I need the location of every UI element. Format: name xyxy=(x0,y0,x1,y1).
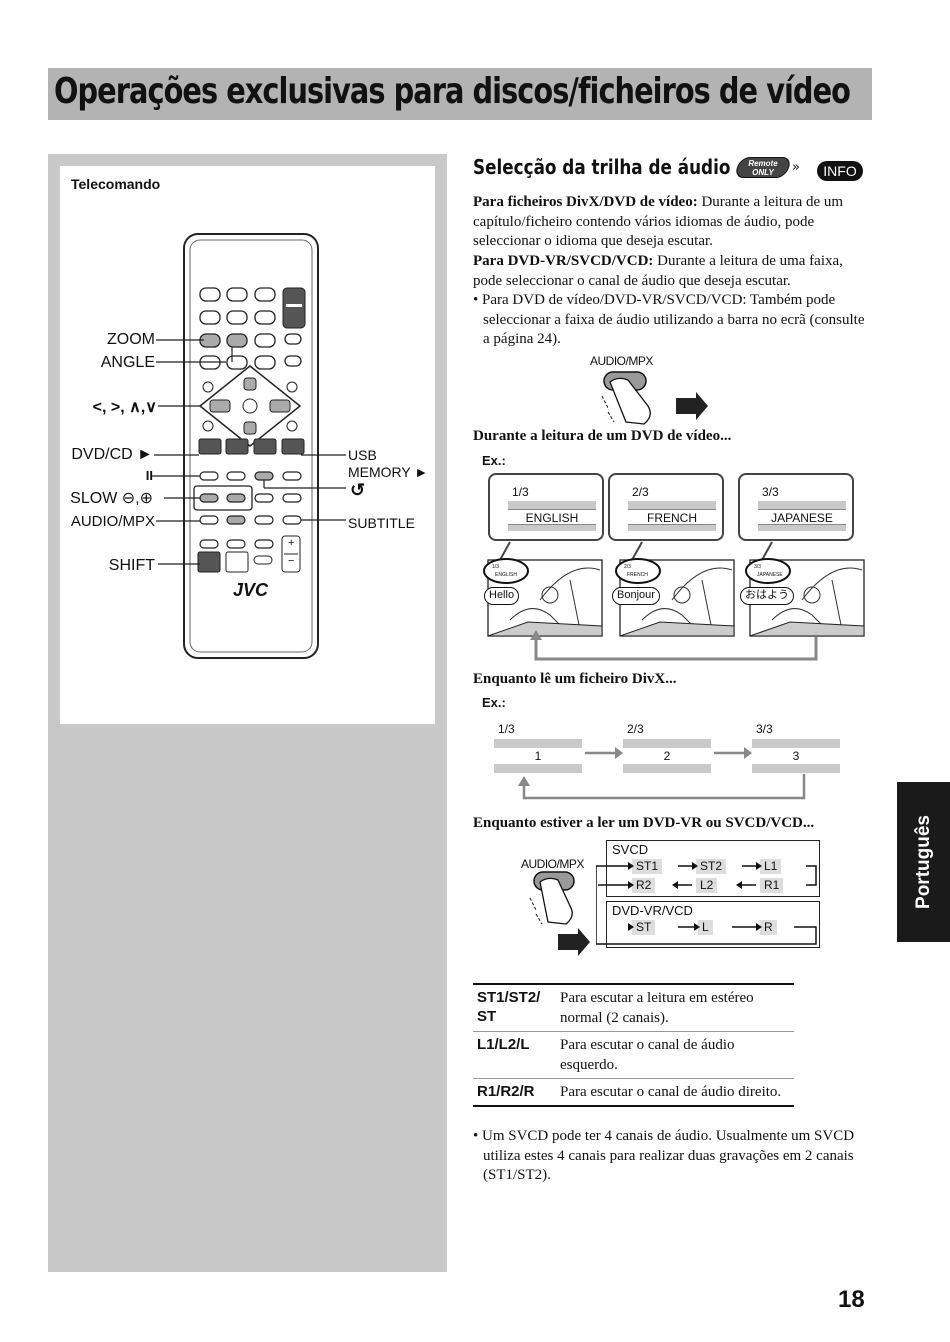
vr-l: L xyxy=(698,920,713,935)
remote-title: Telecomando xyxy=(71,176,161,192)
mini-count-2: 2/3 xyxy=(624,564,631,570)
svcd-title: SVCD xyxy=(612,842,649,857)
table-row: R1/R2/R Para escutar o canal de áudio di… xyxy=(473,1078,794,1107)
audio-lang-3: JAPANESE xyxy=(758,509,846,525)
bullet-svcd-channels: • Um SVCD pode ter 4 canais de áudio. Us… xyxy=(473,1128,855,1183)
plus-icon: + xyxy=(288,537,295,549)
vr-st: ST xyxy=(632,920,656,935)
dvd-audio-box-1: 1/3 ENGLISH xyxy=(488,473,604,541)
usb-label: USB xyxy=(348,447,377,463)
forward-arrows-icon: » xyxy=(792,160,800,175)
audio-lang-2: FRENCH xyxy=(628,509,716,525)
svcd-r1: R1 xyxy=(760,878,784,893)
audio-count-3: 3/3 xyxy=(762,485,779,499)
divx-heading: Enquanto lê um ficheiro DivX... xyxy=(473,671,677,687)
divx-audio-box-3: 3/3 3 xyxy=(752,722,840,774)
audio-mpx-button-label-2: AUDIO/MPX xyxy=(521,857,584,871)
dvd-video-heading: Durante a leitura de um DVD de vídeo... xyxy=(473,428,732,444)
mini-lang-1: ENGLISH xyxy=(495,572,517,578)
subtitle-label: SUBTITLE xyxy=(348,515,415,531)
channel-table: ST1/ST2/ ST Para escutar a leitura em es… xyxy=(473,983,794,1107)
dvd-vr-title: DVD-VR/VCD xyxy=(612,903,693,918)
dvd-example-label: Ex.: xyxy=(482,453,506,468)
vr-r: R xyxy=(760,920,777,935)
cursor-label: <, >, ∧,∨ xyxy=(92,399,157,416)
memory-label: MEMORY ► xyxy=(348,464,429,480)
audio-mpx-label: AUDIO/MPX xyxy=(70,513,155,530)
svcd-l1: L1 xyxy=(760,859,782,874)
mini-count-3: 3/3 xyxy=(754,564,761,570)
finger-press-icon-2 xyxy=(529,871,590,956)
dvdcd-label: DVD/CD ► xyxy=(71,446,153,463)
speech-bubble-1: Hello xyxy=(484,587,520,605)
shift-label: SHIFT xyxy=(108,557,155,574)
divx-value-1: 1 xyxy=(494,748,582,764)
divx-count-1: 1/3 xyxy=(498,722,515,736)
audio-mpx-button-label: AUDIO/MPX xyxy=(590,354,653,368)
svcd-st1: ST1 xyxy=(632,859,663,874)
audio-count-1: 1/3 xyxy=(512,485,529,499)
audio-lang-1: ENGLISH xyxy=(508,509,596,525)
mini-lang-2: FRENCH xyxy=(627,572,648,578)
dvd-audio-box-3: 3/3 JAPANESE xyxy=(738,473,854,541)
finger-press-icon xyxy=(601,371,708,425)
svcd-l2: L2 xyxy=(696,878,718,893)
slow-label: SLOW ⊖,⊕ xyxy=(70,490,153,507)
bullet-onscreen-bar: • Para DVD de vídeo/DVD-VR/SVCD/VCD: Tam… xyxy=(473,292,865,347)
divx-count-3: 3/3 xyxy=(756,722,773,736)
dvd-audio-box-2: 2/3 FRENCH xyxy=(608,473,724,541)
divx-audio-box-1: 1/3 1 xyxy=(494,722,582,774)
table-row: L1/L2/L Para escutar o canal de áudio es… xyxy=(473,1031,794,1078)
minus-icon: − xyxy=(288,555,295,567)
dvd-vr-heading: Enquanto estiver a ler um DVD-VR ou SVCD… xyxy=(473,815,815,831)
divx-audio-box-2: 2/3 2 xyxy=(623,722,711,774)
table-row: ST1/ST2/ ST Para escutar a leitura em es… xyxy=(473,983,794,1031)
zoom-label: ZOOM xyxy=(107,331,155,348)
mini-lang-3: JAPANESE xyxy=(757,572,783,578)
section-heading: Selecção da trilha de áudio xyxy=(473,155,731,179)
divx-count-2: 2/3 xyxy=(627,722,644,736)
info-icon: INFO xyxy=(817,161,863,181)
return-icon: ↺ xyxy=(350,480,366,500)
svcd-r2: R2 xyxy=(632,878,656,893)
speech-bubble-2: Bonjour xyxy=(612,587,660,605)
paragraph-dvd-vr: Para DVD-VR/SVCD/VCD: Durante a leitura … xyxy=(473,253,843,289)
language-side-tab: Português xyxy=(897,782,950,942)
divx-example-label: Ex.: xyxy=(482,695,506,710)
remote-only-icon: Remote ONLY xyxy=(733,157,793,178)
title-bar: Operações exclusivas para discos/ficheir… xyxy=(48,68,872,120)
page-title: Operações exclusivas para discos/ficheir… xyxy=(54,71,851,112)
divx-value-3: 3 xyxy=(752,748,840,764)
angle-label: ANGLE xyxy=(100,354,155,371)
pause-label: II xyxy=(145,468,153,483)
mini-count-1: 1/3 xyxy=(492,564,499,570)
scene-illustrations xyxy=(483,541,865,661)
jvc-logo: JVC xyxy=(233,580,269,600)
svcd-st2: ST2 xyxy=(696,859,727,874)
speech-bubble-3: おはよう xyxy=(740,587,794,605)
divx-value-2: 2 xyxy=(623,748,711,764)
page-number: 18 xyxy=(838,1286,865,1313)
channel-flow-arrows xyxy=(596,862,817,945)
remote-control-illustration xyxy=(152,233,346,659)
divx-cycle-arrows xyxy=(518,747,806,800)
audio-count-2: 2/3 xyxy=(632,485,649,499)
paragraph-divx-dvd: Para ficheiros DivX/DVD de vídeo: Durant… xyxy=(473,194,844,249)
